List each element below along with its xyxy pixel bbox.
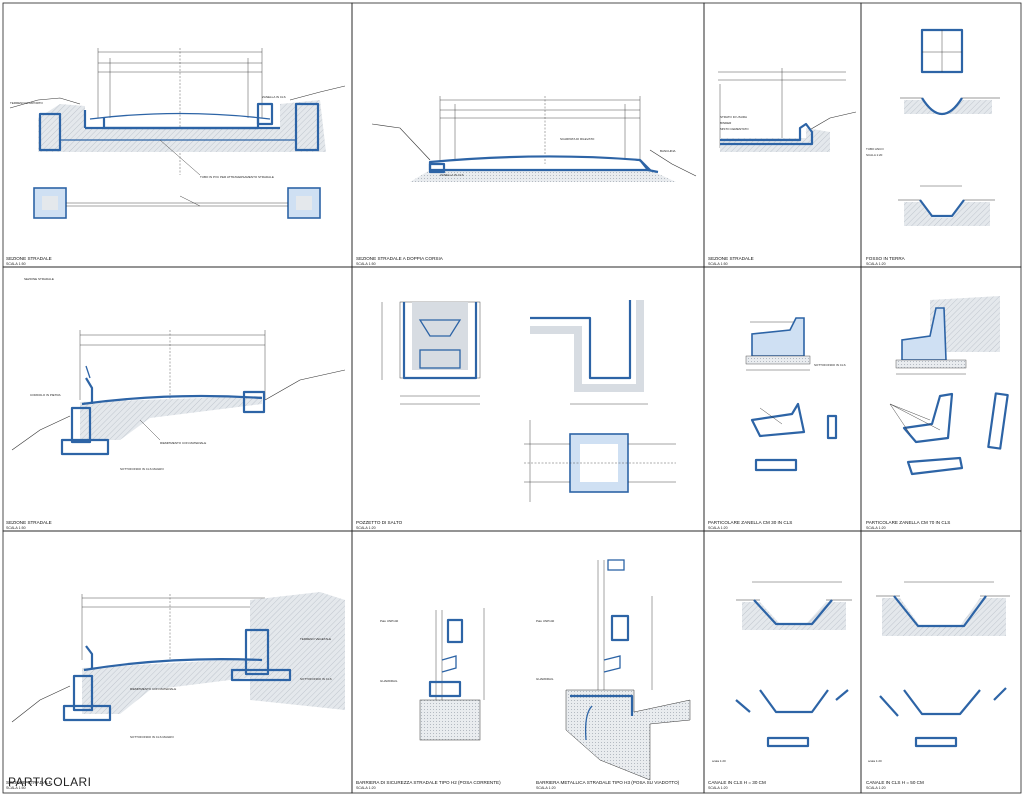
svg-text:TERRENO VEGETALE: TERRENO VEGETALE (300, 637, 331, 641)
panel-scale-5: SCALA 1:50 (6, 526, 26, 530)
panel-scale-4: SCALA 1:20 (866, 262, 886, 266)
svg-text:BINDER: BINDER (720, 121, 732, 125)
panel-doppia-corsia: SCARPATA DI RILEVATO BANCHINA ZANELLA IN… (371, 96, 697, 182)
svg-text:BANCHINA: BANCHINA (660, 149, 676, 153)
panel-title-2: SEZIONE STRADALE A DOPPIA CORSIA (356, 256, 444, 261)
panel-sezione-stradale-small: STRATO DI USURA BINDER MISTO CEMENTATO (718, 68, 857, 152)
svg-text:SOTTOFONDO IN CLS MAGRO: SOTTOFONDO IN CLS MAGRO (130, 735, 174, 739)
svg-text:GUARDRAIL: GUARDRAIL (380, 679, 398, 683)
svg-text:RIEMPIMENTO CON MATERIALE: RIEMPIMENTO CON MATERIALE (130, 687, 176, 691)
panel-pozzetto (381, 300, 676, 502)
svg-text:TERRENO DI RIPORTO: TERRENO DI RIPORTO (10, 101, 44, 105)
panel-title-9: SEZIONE STRADALE (6, 780, 52, 785)
svg-text:STRATO DI USURA: STRATO DI USURA (720, 115, 747, 119)
panel-sezione-stradale-3: TERRENO VEGETALE SOTTOFONDO IN CLS RIEMP… (11, 592, 345, 739)
svg-text:Palo UNP140: Palo UNP140 (380, 619, 399, 623)
panel-title-4: FOSSO IN TERRA (866, 256, 906, 261)
sezione-stradale-small-label: SEZIONE STRADALE (24, 277, 54, 281)
svg-text:SOTTOFONDO IN CLS: SOTTOFONDO IN CLS (814, 363, 846, 367)
panel-scale-13: SCALA 1:20 (866, 786, 886, 790)
panel-title-13: CANALE IN CLS H = 50 cm (866, 780, 924, 785)
panel-title-7: PARTICOLARE ZANELLA CM 30 IN CLS (708, 520, 792, 525)
panel-scale-8: SCALA 1:20 (866, 526, 886, 530)
panel-scale-1: SCALA 1:50 (6, 262, 26, 266)
panel-title-5: SEZIONE STRADALE (6, 520, 52, 525)
panel-canale-50: scala 1:20 (868, 581, 1010, 763)
svg-text:Palo UNP140: Palo UNP140 (536, 619, 555, 623)
sheet-title: PARTICOLARI (8, 775, 92, 789)
panel-scale-3: SCALA 1:50 (708, 262, 728, 266)
canale-30-scala: scala 1:20 (712, 759, 726, 763)
panel-tubo-anco: TUBO ANCO SCALA 1:20 (866, 28, 1000, 226)
panel-title-12: CANALE IN CLS H = 30 cm (708, 780, 766, 785)
panel-title-8: PARTICOLARE ZANELLA CM 70 IN CLS (866, 520, 950, 525)
panel-scale-11: SCALA 1:20 (536, 786, 556, 790)
panel-sezione-stradale-2: SEZIONE STRADALE RIEMPIMENTO CON MATERIA… (11, 277, 346, 471)
svg-text:CORDOLO IN PIETRA: CORDOLO IN PIETRA (30, 393, 61, 397)
panel-scale-10: SCALA 1:20 (356, 786, 376, 790)
panel-scale-9: SCALA 1:50 (6, 786, 26, 790)
panel-zanella-70 (889, 296, 1009, 476)
svg-text:SCARPATA DI RILEVATO: SCARPATA DI RILEVATO (560, 137, 595, 141)
panel-scale-12: SCALA 1:20 (708, 786, 728, 790)
panel-title-11: BARRIERA METALLICA STRADALE TIPO H3 (POS… (536, 780, 680, 785)
svg-text:MISTO CEMENTATO: MISTO CEMENTATO (720, 127, 749, 131)
panel-title-6: POZZETTO DI SALTO (356, 520, 403, 525)
panel-sezione-stradale-1: TUBO IN PVC PER ATTRAVERSAMENTO STRADALE… (9, 48, 346, 219)
panel-titles: SEZIONE STRADALE SCALA 1:50 SEZIONE STRA… (6, 256, 950, 790)
canale-50-scala: scala 1:20 (868, 759, 882, 763)
tubo-anco-scale: SCALA 1:20 (866, 153, 883, 157)
panel-scale-7: SCALA 1:20 (708, 526, 728, 530)
panel-barriera-h2: Palo UNP140 GUARDRAIL (380, 608, 485, 741)
svg-text:ZANELLA IN CLS: ZANELLA IN CLS (440, 173, 464, 177)
svg-text:SOTTOFONDO IN CLS: SOTTOFONDO IN CLS (300, 677, 332, 681)
panel-title-10: BARRIERA DI SICUREZZA STRADALE TIPO H2 (… (356, 780, 501, 785)
panel-scale-6: SCALA 1:20 (356, 526, 376, 530)
panel-zanella-30: SOTTOFONDO IN CLS (745, 317, 846, 472)
panel-canale-30: scala 1:20 (712, 581, 852, 763)
svg-text:GUARDRAIL: GUARDRAIL (536, 677, 554, 681)
panel-title-3: SEZIONE STRADALE (708, 256, 754, 261)
panel-title-1: SEZIONE STRADALE (6, 256, 52, 261)
svg-text:RIEMPIMENTO CON MATERIALE: RIEMPIMENTO CON MATERIALE (160, 441, 206, 445)
svg-text:SOTTOFONDO IN CLS MAGRO: SOTTOFONDO IN CLS MAGRO (120, 467, 164, 471)
panel-barriera-h3: Palo UNP140 GUARDRAIL (536, 559, 691, 781)
svg-text:ZANELLA IN CLS: ZANELLA IN CLS (262, 95, 286, 99)
svg-text:TUBO IN PVC PER ATTRAVERSAMENT: TUBO IN PVC PER ATTRAVERSAMENTO STRADALE (200, 175, 274, 179)
tubo-anco-label: TUBO ANCO (866, 147, 884, 151)
panel-scale-2: SCALA 1:50 (356, 262, 376, 266)
